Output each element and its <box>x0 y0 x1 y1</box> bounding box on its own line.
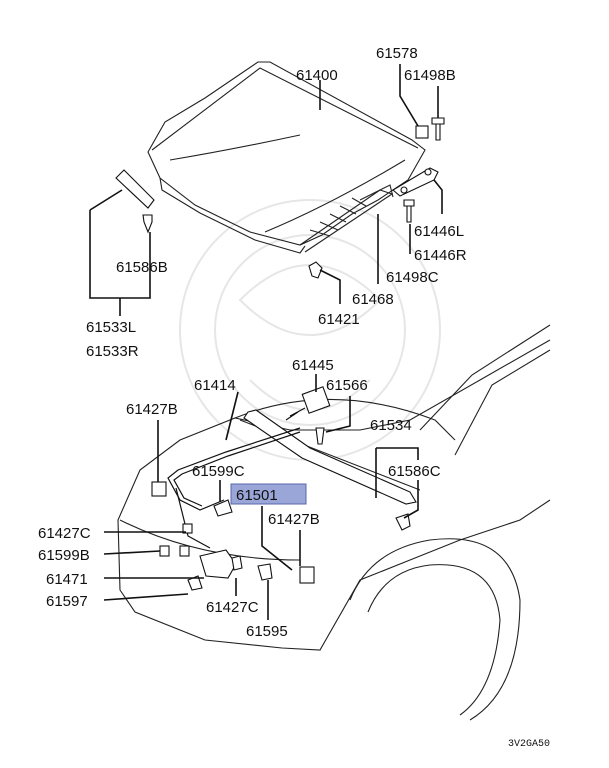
vehicle-front-body <box>117 324 551 721</box>
label-61427B-lower: 61427B <box>268 511 320 528</box>
label-61534: 61534 <box>370 417 412 434</box>
label-61566: 61566 <box>326 377 368 394</box>
label-61427B-upper: 61427B <box>126 401 178 418</box>
hinge-bolts <box>308 117 445 279</box>
label-61446R: 61446R <box>414 247 467 264</box>
hood-latch-parts <box>151 386 411 591</box>
label-61446L: 61446L <box>414 223 464 240</box>
label-61414: 61414 <box>194 377 236 394</box>
label-61501: 61501 <box>236 487 278 504</box>
hood-panel <box>147 61 426 254</box>
hood-release-cable <box>167 427 301 549</box>
diagram-code: 3V2GA50 <box>508 739 550 750</box>
label-61595: 61595 <box>246 623 288 640</box>
label-61533L: 61533L <box>86 319 136 336</box>
label-61599C: 61599C <box>192 463 245 480</box>
label-61586C: 61586C <box>388 463 441 480</box>
label-61578: 61578 <box>376 45 418 62</box>
highlight-61501 <box>230 483 307 505</box>
hood-hinge <box>392 167 439 197</box>
hood-seal-strip <box>243 409 417 505</box>
label-61468: 61468 <box>352 291 394 308</box>
label-61427C-bottom: 61427C <box>206 599 259 616</box>
label-61421: 61421 <box>318 311 360 328</box>
label-61498C: 61498C <box>386 269 439 286</box>
label-61597: 61597 <box>46 593 88 610</box>
label-61533R: 61533R <box>86 343 139 360</box>
hood-stay-bracket <box>115 169 155 234</box>
label-61471: 61471 <box>46 571 88 588</box>
label-61586B: 61586B <box>116 259 168 276</box>
label-61427C-left: 61427C <box>38 525 91 542</box>
leader-lines <box>89 64 443 620</box>
label-61400: 61400 <box>296 67 338 84</box>
label-61599B: 61599B <box>38 547 90 564</box>
label-61445: 61445 <box>292 357 334 374</box>
part-labels: 61578 61498B 61400 61446L 61446R 61498C … <box>38 45 467 640</box>
label-61498B: 61498B <box>404 67 456 84</box>
